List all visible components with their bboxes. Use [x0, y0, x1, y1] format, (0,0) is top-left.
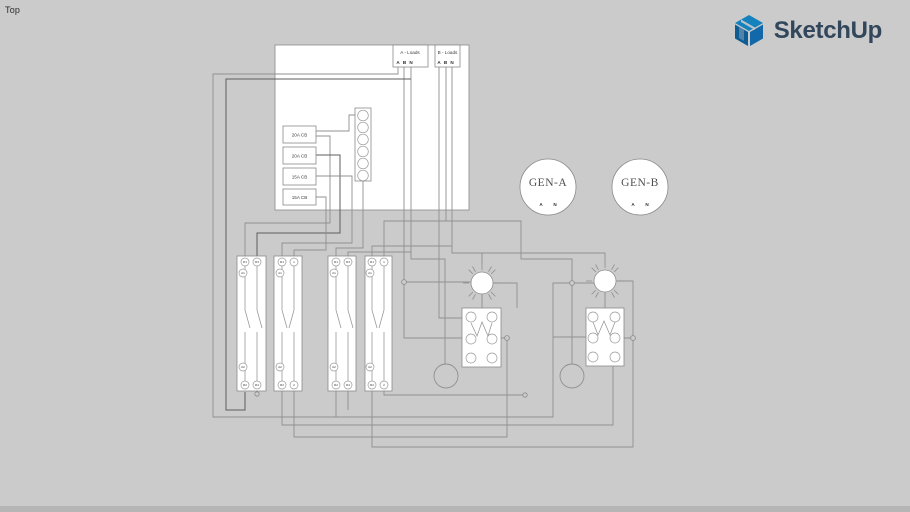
- relay-1-coil-bottom: A2: [241, 365, 245, 369]
- load-a-terminal-b: B: [403, 60, 407, 65]
- breaker-3-label: 15A CB: [292, 175, 308, 180]
- connection-nodes: [254, 279, 636, 398]
- viewport-label: Top: [5, 5, 21, 15]
- relay-1-top-right: R3: [255, 260, 259, 264]
- generator-gen-a[interactable]: GEN-A A N: [519, 158, 577, 216]
- breaker-3[interactable]: 15A CB: [282, 167, 317, 186]
- lamp-1-rays: [463, 264, 501, 302]
- relay-4-coil-top: A1: [368, 271, 372, 275]
- contactor-1[interactable]: [461, 307, 502, 368]
- sketchup-logo: SketchUp: [733, 14, 882, 48]
- relay-1[interactable]: R1 R3 A1 A2 R2 R4: [236, 255, 267, 392]
- relay-3-bottom-left: R2: [334, 383, 338, 387]
- breaker-4-label: 15A CB: [292, 195, 308, 200]
- gen-b-name: GEN-B: [621, 177, 659, 189]
- motor-circle-2[interactable]: [559, 363, 585, 389]
- sketchup-cube-icon: [734, 15, 763, 46]
- relay-1-coil-top: A1: [241, 271, 245, 275]
- relay-3-top-left: R1: [334, 260, 338, 264]
- gen-a-terminal-n: N: [553, 202, 557, 207]
- gen-b-terminal-a: A: [631, 202, 635, 207]
- relay-3-coil-top: A1: [332, 271, 336, 275]
- relay-2[interactable]: R1 1 A1 A2 R2 2: [273, 255, 303, 392]
- motor-circle-1[interactable]: [433, 363, 459, 389]
- relay-4-top-right: 1: [383, 260, 385, 264]
- relay-1-top-left: R1: [243, 260, 247, 264]
- relay-3-top-right: R3: [346, 260, 350, 264]
- relay-1-bottom-left: R2: [243, 383, 247, 387]
- load-b-terminal-a: A: [437, 60, 441, 65]
- relay-2-coil-bottom: A2: [278, 365, 282, 369]
- breaker-2-label: 20A CB: [292, 154, 308, 159]
- viewport-bottom-edge: [0, 506, 910, 512]
- relay-2-top-right: 1: [293, 260, 295, 264]
- relay-2-bottom-left: R2: [280, 383, 284, 387]
- relay-4-top-left: R1: [370, 260, 374, 264]
- relay-4[interactable]: R1 1 A1 A2 R2 2: [364, 255, 393, 392]
- load-b-terminal-b: B: [444, 60, 448, 65]
- sketchup-logo-text: SketchUp: [773, 17, 883, 44]
- relay-4-bottom-right: 2: [383, 383, 385, 387]
- relay-2-top-left: R1: [280, 260, 284, 264]
- load-a-terminal-n: N: [409, 60, 413, 65]
- relay-2-bottom-right: 2: [293, 383, 295, 387]
- indicator-lamp-2[interactable]: [586, 262, 624, 300]
- lamp-2-rays: [586, 262, 624, 300]
- load-box-b-title: B - Loads: [438, 50, 458, 55]
- load-a-terminal-a: A: [396, 60, 400, 65]
- contactor-2[interactable]: [585, 307, 625, 367]
- indicator-lamp-1[interactable]: [463, 264, 501, 302]
- relay-2-coil-top: A1: [278, 271, 282, 275]
- gen-a-terminal-a: A: [539, 202, 543, 207]
- relay-1-bottom-right: R4: [255, 383, 259, 387]
- relay-4-bottom-left: R2: [370, 383, 374, 387]
- gen-b-terminal-n: N: [645, 202, 649, 207]
- relay-4-coil-bottom: A2: [368, 365, 372, 369]
- load-box-b[interactable]: B - Loads A B N: [434, 44, 461, 68]
- generator-gen-b[interactable]: GEN-B A N: [611, 158, 669, 216]
- relay-3[interactable]: R1 R3 A1 A2 R2 R4: [327, 255, 357, 392]
- wiring[interactable]: [212, 67, 634, 448]
- breaker-4[interactable]: 15A CB: [282, 188, 317, 206]
- gen-a-name: GEN-A: [529, 177, 567, 189]
- terminal-strip[interactable]: [354, 107, 372, 182]
- relay-3-bottom-right: R4: [346, 383, 350, 387]
- breaker-1-label: 20A CB: [292, 133, 308, 138]
- load-box-a-title: A - Loads: [400, 50, 420, 55]
- load-b-terminal-n: N: [450, 60, 454, 65]
- breaker-2[interactable]: 20A CB: [282, 146, 317, 165]
- breaker-1[interactable]: 20A CB: [282, 125, 317, 144]
- relay-3-coil-bottom: A2: [332, 365, 336, 369]
- load-box-a[interactable]: A - Loads A B N: [392, 44, 429, 68]
